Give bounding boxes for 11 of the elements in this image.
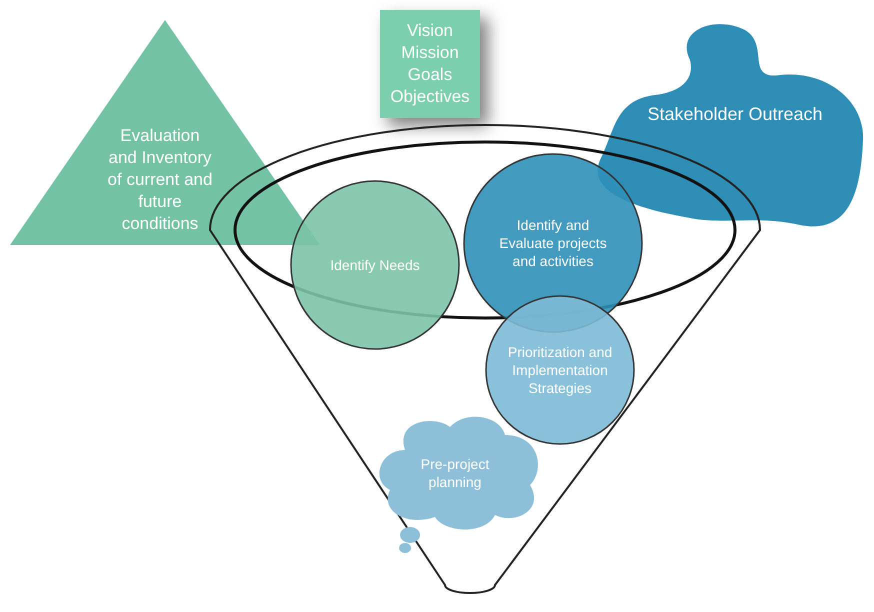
circle-node <box>485 295 635 445</box>
node-label: Identify and Evaluate projects and activities <box>498 216 608 270</box>
square-node <box>380 10 480 118</box>
node-label: Identify Needs <box>330 256 420 274</box>
node-label: Evaluation and Inventory of current and future conditions <box>106 124 214 236</box>
node-label: Vision Mission Goals Objectives <box>389 20 471 108</box>
node-label: Pre-project planning <box>420 454 490 492</box>
node-label: Stakeholder Outreach <box>647 103 823 126</box>
circle-node <box>290 180 460 350</box>
node-label: Prioritization and Implementation Strategies <box>506 342 614 398</box>
funnel-outline <box>210 125 760 595</box>
